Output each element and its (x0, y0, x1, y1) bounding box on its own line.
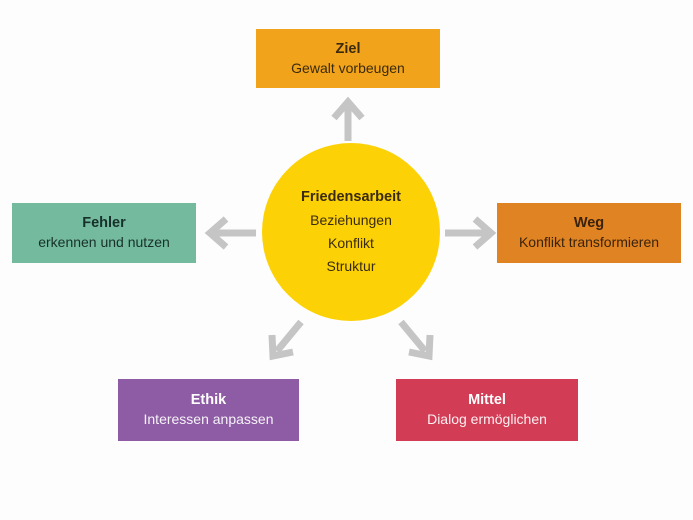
center-node-line: Struktur (326, 258, 376, 274)
node-ethik-title: Ethik (190, 392, 227, 408)
node-weg: Weg Konflikt transformieren (497, 203, 681, 263)
node-mittel-title: Mittel (468, 392, 506, 408)
arrow-left-icon (204, 216, 256, 250)
node-ziel: Ziel Gewalt vorbeugen (256, 29, 440, 88)
center-node-friedensarbeit: Friedensarbeit Beziehungen Konflikt Stru… (262, 143, 440, 321)
node-ziel-subtitle: Gewalt vorbeugen (291, 59, 405, 76)
center-node-title: Friedensarbeit (301, 189, 401, 205)
node-fehler: Fehler erkennen und nutzen (12, 203, 196, 263)
node-ethik: Ethik Interessen anpassen (118, 379, 299, 441)
arrow-down-left-icon (268, 319, 304, 361)
node-weg-title: Weg (573, 215, 605, 231)
node-fehler-subtitle: erkennen und nutzen (38, 234, 170, 250)
node-fehler-title: Fehler (82, 215, 126, 231)
node-ziel-title: Ziel (335, 40, 361, 57)
node-mittel: Mittel Dialog ermöglichen (396, 379, 578, 441)
arrow-up-icon (331, 96, 365, 141)
center-node-line: Beziehungen (310, 212, 392, 228)
node-ethik-subtitle: Interessen anpassen (143, 411, 274, 427)
arrow-down-right-icon (398, 319, 434, 361)
node-weg-subtitle: Konflikt transformieren (518, 234, 660, 250)
arrow-right-icon (445, 216, 497, 250)
center-node-line: Konflikt (328, 235, 374, 251)
node-mittel-subtitle: Dialog ermöglichen (427, 411, 547, 427)
